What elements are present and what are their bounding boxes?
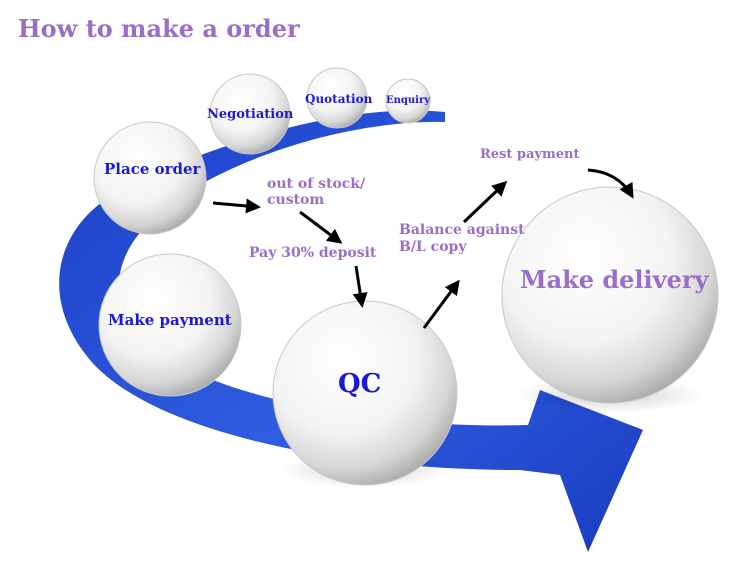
- process-arrow-band: [59, 110, 643, 552]
- arrow-to-delivery: [587, 168, 634, 199]
- arrow-to-stock: [212, 198, 261, 214]
- sphere-make-delivery: [501, 186, 719, 404]
- label-quotation: Quotation: [305, 92, 373, 106]
- label-balance-line2: B/L copy: [399, 239, 467, 255]
- label-qc: QC: [338, 369, 382, 399]
- arrow-to-deposit: [299, 210, 343, 244]
- sphere-enquiry: [385, 78, 431, 124]
- arrow-to-qc: [352, 265, 368, 308]
- label-make-payment: Make payment: [108, 311, 232, 329]
- label-deposit: Pay 30% deposit: [249, 245, 377, 261]
- label-negotiation: Negotiation: [207, 107, 294, 122]
- sphere-quotation: [306, 67, 368, 129]
- label-make-delivery: Make delivery: [520, 265, 709, 294]
- label-stock-line2: custom: [267, 192, 325, 208]
- label-enquiry: Enquiry: [386, 95, 431, 106]
- label-stock-line1: out of stock/: [267, 176, 366, 192]
- sphere-place-order: [93, 121, 207, 235]
- page-title: How to make a order: [18, 14, 300, 43]
- arrow-to-rest-payment: [462, 180, 508, 224]
- label-place-order: Place order: [104, 160, 201, 178]
- label-rest-payment: Rest payment: [480, 147, 580, 162]
- arrow-to-balance: [422, 279, 460, 329]
- label-balance-line1: Balance against: [399, 222, 525, 238]
- sphere-make-payment: [98, 253, 242, 397]
- sphere-negotiation: [209, 73, 291, 155]
